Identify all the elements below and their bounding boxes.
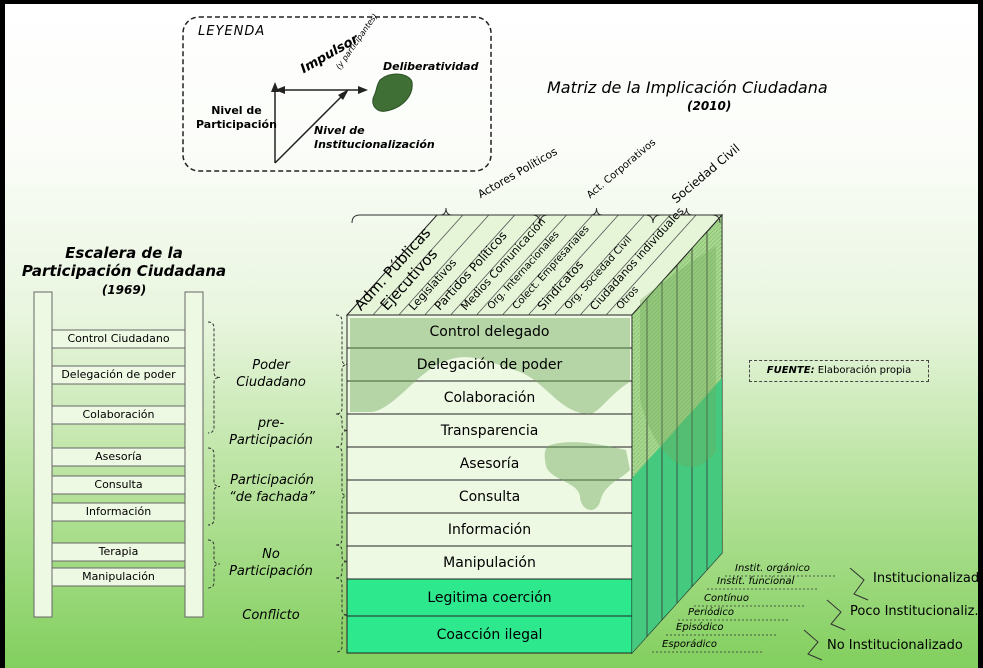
matrix-row-label: Transparencia	[440, 422, 539, 439]
matrix-top-divider	[528, 214, 619, 316]
ladder-rung-label: Consulta	[94, 478, 143, 491]
legend-nivel-institucionalizacion: Nivel de Institucionalización	[314, 124, 435, 151]
ladder-rung	[51, 405, 186, 425]
matrix-level-brace	[849, 567, 869, 601]
matrix-title: Matriz de la Implicación Ciudadana	[547, 78, 828, 97]
matrix-brace-no	[335, 544, 349, 579]
matrix-top-divider	[502, 214, 593, 316]
frame-top	[0, 0, 983, 4]
ladder-rung	[51, 365, 186, 385]
legend-nivel-participacion: Nivel de Participación	[196, 104, 277, 131]
matrix-row	[346, 512, 633, 547]
matrix-row-label: Legitima coerción	[427, 589, 552, 606]
matrix-row	[346, 380, 633, 415]
matrix-level-label: Episódico	[676, 622, 724, 633]
ladder-brace-poder	[207, 321, 221, 434]
matrix-row	[346, 479, 633, 514]
matrix-level-label: Instit. funcional	[717, 576, 795, 587]
ladder-rung	[51, 542, 186, 562]
ladder-rung-label: Delegación de poder	[61, 368, 176, 381]
frame-left	[0, 0, 5, 668]
group-no-participacion: No Participación	[229, 547, 313, 579]
matrix-year: (2010)	[687, 99, 732, 113]
legend-axis-diagonal-arrow	[338, 89, 349, 100]
ladder-rung-label: Asesoría	[95, 450, 142, 463]
ladder-rung-label: Terapia	[98, 545, 139, 558]
matrix-row-label: Consulta	[458, 488, 521, 505]
matrix-row	[346, 446, 633, 481]
legend-axis-horizontal-arrow-r	[358, 86, 368, 94]
legend-deliberatividad-blob	[372, 73, 413, 112]
ladder-rung-label: Colaboración	[82, 408, 155, 421]
matrix-brace-conflicto	[335, 577, 349, 653]
legend-axis-horizontal-arrow-l	[275, 86, 285, 94]
deliberatividad-blob-side	[640, 246, 716, 468]
ladder-brace-no	[207, 539, 221, 589]
ladder-rung-label: Información	[85, 505, 152, 518]
source-note: FUENTE: Elaboración propia	[749, 360, 929, 382]
ladder-brace-fachada	[207, 447, 221, 526]
matrix-row-label: Asesoría	[459, 455, 520, 472]
deliberatividad-blob-main	[350, 318, 630, 414]
ladder-rung	[51, 502, 186, 522]
ladder-rung	[51, 329, 186, 349]
matrix-level-label: Contínuo	[704, 593, 749, 604]
matrix-group-bracket	[539, 207, 654, 224]
legend-title: LEYENDA	[198, 24, 266, 39]
matrix-row-label: Colaboración	[443, 389, 536, 406]
group-fachada: Participación “de fachada”	[229, 473, 315, 505]
ladder-rung	[51, 475, 186, 495]
group-pre-participacion: pre- Participación	[229, 416, 313, 448]
matrix-top-divider	[424, 214, 516, 316]
matrix-row	[346, 314, 633, 349]
ladder-rung	[51, 567, 186, 587]
matrix-row	[346, 615, 633, 654]
matrix-brace-pre	[335, 413, 349, 448]
source-text: Elaboración propia	[817, 365, 912, 376]
ladder-year: (1969)	[101, 283, 147, 297]
matrix-level-label: Esporádico	[662, 639, 717, 650]
matrix-level-brace	[826, 599, 846, 631]
matrix-top-divider	[579, 214, 671, 316]
matrix-row-label: Manipulación	[443, 554, 536, 571]
matrix-group-bracket	[351, 207, 541, 224]
matrix-level-label: Instit. orgánico	[735, 563, 810, 574]
legend-axis-diagonal	[274, 92, 346, 164]
matrix-top-divider	[450, 214, 541, 316]
legend-deliberatividad: Deliberatividad	[383, 60, 479, 73]
ladder-title-1: Escalera de la	[65, 244, 183, 262]
matrix-top-divider	[372, 214, 464, 316]
ladder-rung	[51, 447, 186, 467]
ladder-rail-right	[184, 291, 204, 618]
matrix-group-bracket	[652, 207, 721, 224]
level-group-no: No Institucionalizado	[827, 638, 963, 653]
level-group-poco: Poco Institucionaliz.	[850, 604, 979, 619]
level-group-institucionalizado: Institucionalizado	[873, 571, 983, 586]
matrix-top-divider	[398, 214, 490, 316]
ladder-rung-label: Control Ciudadano	[67, 332, 170, 345]
matrix-row-label: Información	[447, 521, 532, 538]
matrix-row-label: Control delegado	[429, 323, 550, 340]
matrix-top-divider	[476, 214, 567, 316]
deliberatividad-blob-secondary	[544, 442, 630, 510]
matrix-top-divider	[605, 214, 697, 316]
group-poder-ciudadano: Poder Ciudadano	[236, 358, 306, 390]
ladder-rung-label: Manipulación	[82, 570, 155, 583]
matrix-level-brace	[803, 629, 823, 661]
frame-right	[978, 0, 983, 668]
matrix-row-label: Delegación de poder	[416, 356, 563, 373]
matrix-top-divider	[553, 214, 645, 316]
matrix-row	[346, 545, 633, 580]
group-conflicto: Conflicto	[242, 608, 300, 623]
legend-box	[182, 16, 492, 172]
source-label: FUENTE:	[766, 365, 815, 376]
matrix-level-label: Periódico	[688, 607, 734, 618]
ladder-rail-left	[33, 291, 53, 618]
matrix-row	[346, 578, 633, 617]
ladder-title-2: Participación Ciudadana	[21, 262, 227, 280]
matrix-row-label: Coacción ilegal	[436, 626, 543, 643]
